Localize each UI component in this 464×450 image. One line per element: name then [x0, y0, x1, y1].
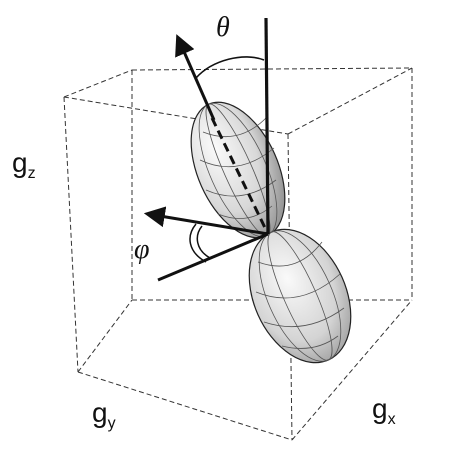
theta-label: θ — [216, 12, 230, 43]
lower-lobe — [248, 228, 352, 364]
lobe-axis-dashed — [210, 117, 270, 235]
theta-arrow — [175, 34, 216, 121]
box-edge — [77, 299, 133, 373]
box-edge — [77, 371, 293, 441]
box-edge — [291, 299, 413, 441]
box-edge — [63, 96, 79, 373]
phi-reference-line — [157, 232, 269, 282]
box-edge — [131, 67, 413, 71]
gz-sub: z — [28, 165, 36, 182]
gy-base: g — [92, 397, 108, 428]
box-edge — [287, 67, 413, 135]
phi-label: φ — [134, 234, 150, 265]
phi-arc — [189, 223, 211, 263]
theta-arc — [195, 56, 265, 79]
gx-base: g — [372, 393, 388, 424]
gy-sub: y — [108, 415, 116, 432]
gz-label: gz — [12, 147, 36, 182]
gz-base: g — [12, 147, 28, 178]
box-edge — [63, 96, 289, 135]
gy-label: gy — [92, 397, 116, 432]
vertical-axis — [264, 17, 270, 235]
gx-label: gx — [372, 393, 396, 428]
box-edge — [63, 69, 133, 98]
gx-sub: x — [388, 411, 396, 428]
phi-arrow — [143, 206, 269, 236]
